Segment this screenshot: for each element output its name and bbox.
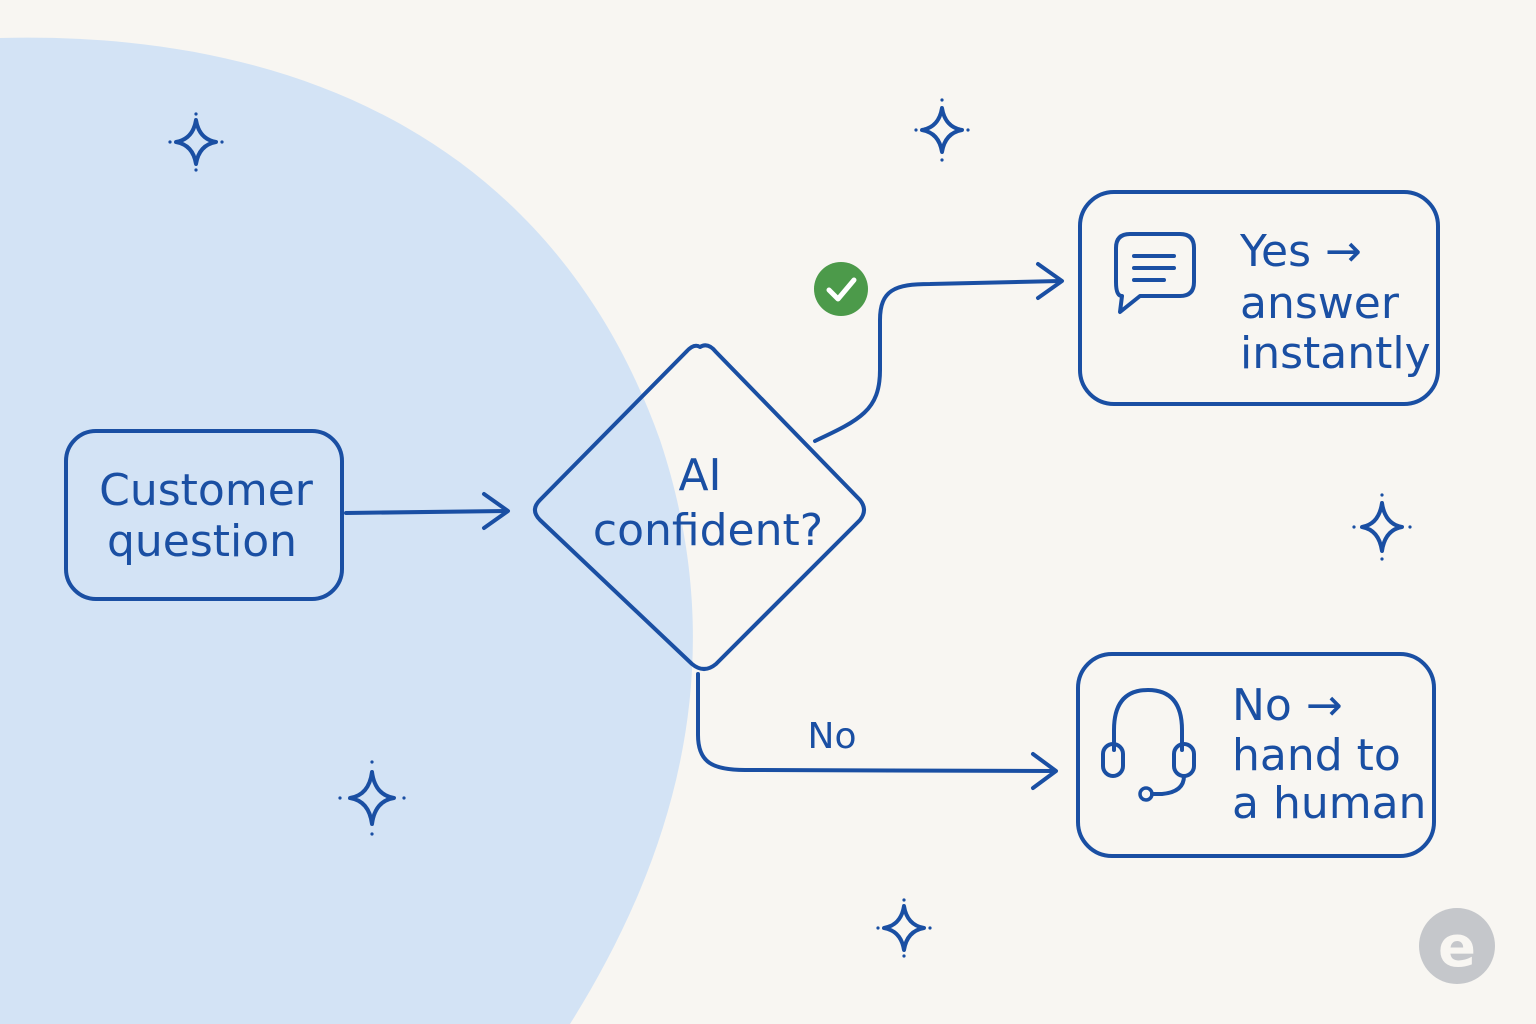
- checkmark-circle-icon: [814, 262, 868, 316]
- no-outcome-line3: a human: [1232, 778, 1426, 829]
- decision-node: AI confident?: [533, 343, 866, 671]
- no-outcome-node: No → hand to a human: [1076, 652, 1436, 858]
- sparkle-icon: [338, 760, 406, 836]
- sparkle-icon: [914, 98, 970, 162]
- yes-outcome-line3: instantly: [1240, 328, 1431, 379]
- no-outcome-line2: hand to: [1232, 730, 1401, 781]
- headset-icon: [1101, 688, 1196, 802]
- brand-logo-letter: e: [1438, 915, 1476, 980]
- no-arrow: [696, 672, 1058, 790]
- chat-bubble-icon: [1114, 232, 1196, 314]
- yes-arrow: [813, 262, 1064, 443]
- sparkle-icon: [876, 898, 932, 958]
- decision-node-label-line1: AI: [678, 450, 721, 501]
- yes-outcome-node: Yes → answer instantly: [1078, 190, 1440, 406]
- sparkle-icon: [1352, 493, 1412, 561]
- background-blob: [0, 37, 693, 1024]
- sparkle-icon: [168, 112, 224, 172]
- start-node-label-line2: question: [107, 516, 297, 567]
- no-edge-label: No: [808, 716, 857, 757]
- start-node-label-line1: Customer: [99, 465, 314, 516]
- yes-outcome-line2: answer: [1240, 278, 1400, 329]
- brand-logo: e: [1419, 908, 1495, 984]
- no-outcome-line1: No →: [1232, 680, 1343, 731]
- decision-node-label-line2: confident?: [593, 505, 823, 556]
- arrow-to-decision: [344, 492, 510, 530]
- yes-outcome-line1: Yes →: [1239, 226, 1362, 277]
- start-node: Customer question: [64, 429, 344, 601]
